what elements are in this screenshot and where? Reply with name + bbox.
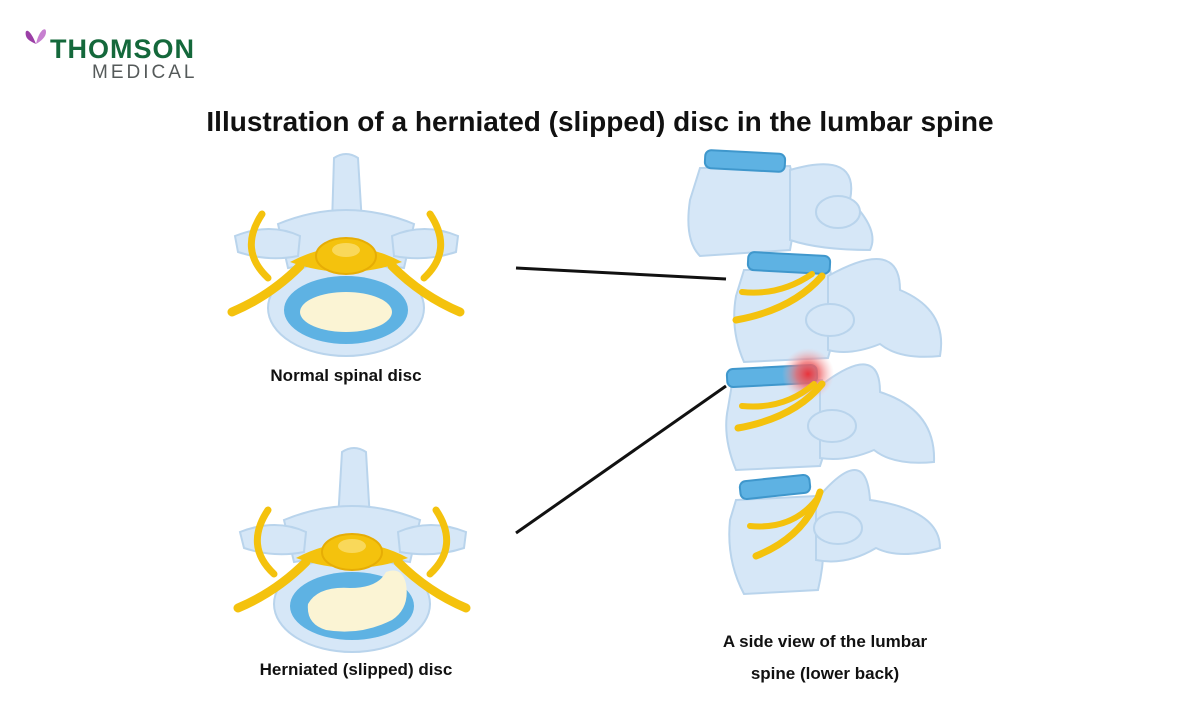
- brand-name: THOMSON: [50, 34, 195, 64]
- page-title: Illustration of a herniated (slipped) di…: [206, 106, 994, 137]
- connector-line-herniated: [515, 384, 727, 535]
- label-side-view-line1: A side view of the lumbar: [722, 632, 928, 651]
- label-herniated-disc: Herniated (slipped) disc: [259, 660, 453, 679]
- label-side-view-line2: spine (lower back): [750, 664, 900, 683]
- lumbar-spine-side-view: [687, 149, 943, 596]
- label-normal-disc: Normal spinal disc: [270, 366, 422, 385]
- herniated-vertebra-diagram: [233, 447, 471, 653]
- brand-logo: THOMSON MEDICAL: [22, 22, 222, 84]
- butterfly-icon: [25, 29, 46, 44]
- normal-vertebra-diagram: [227, 153, 465, 357]
- connector-line-normal: [515, 266, 727, 281]
- brand-subname: MEDICAL: [92, 62, 198, 83]
